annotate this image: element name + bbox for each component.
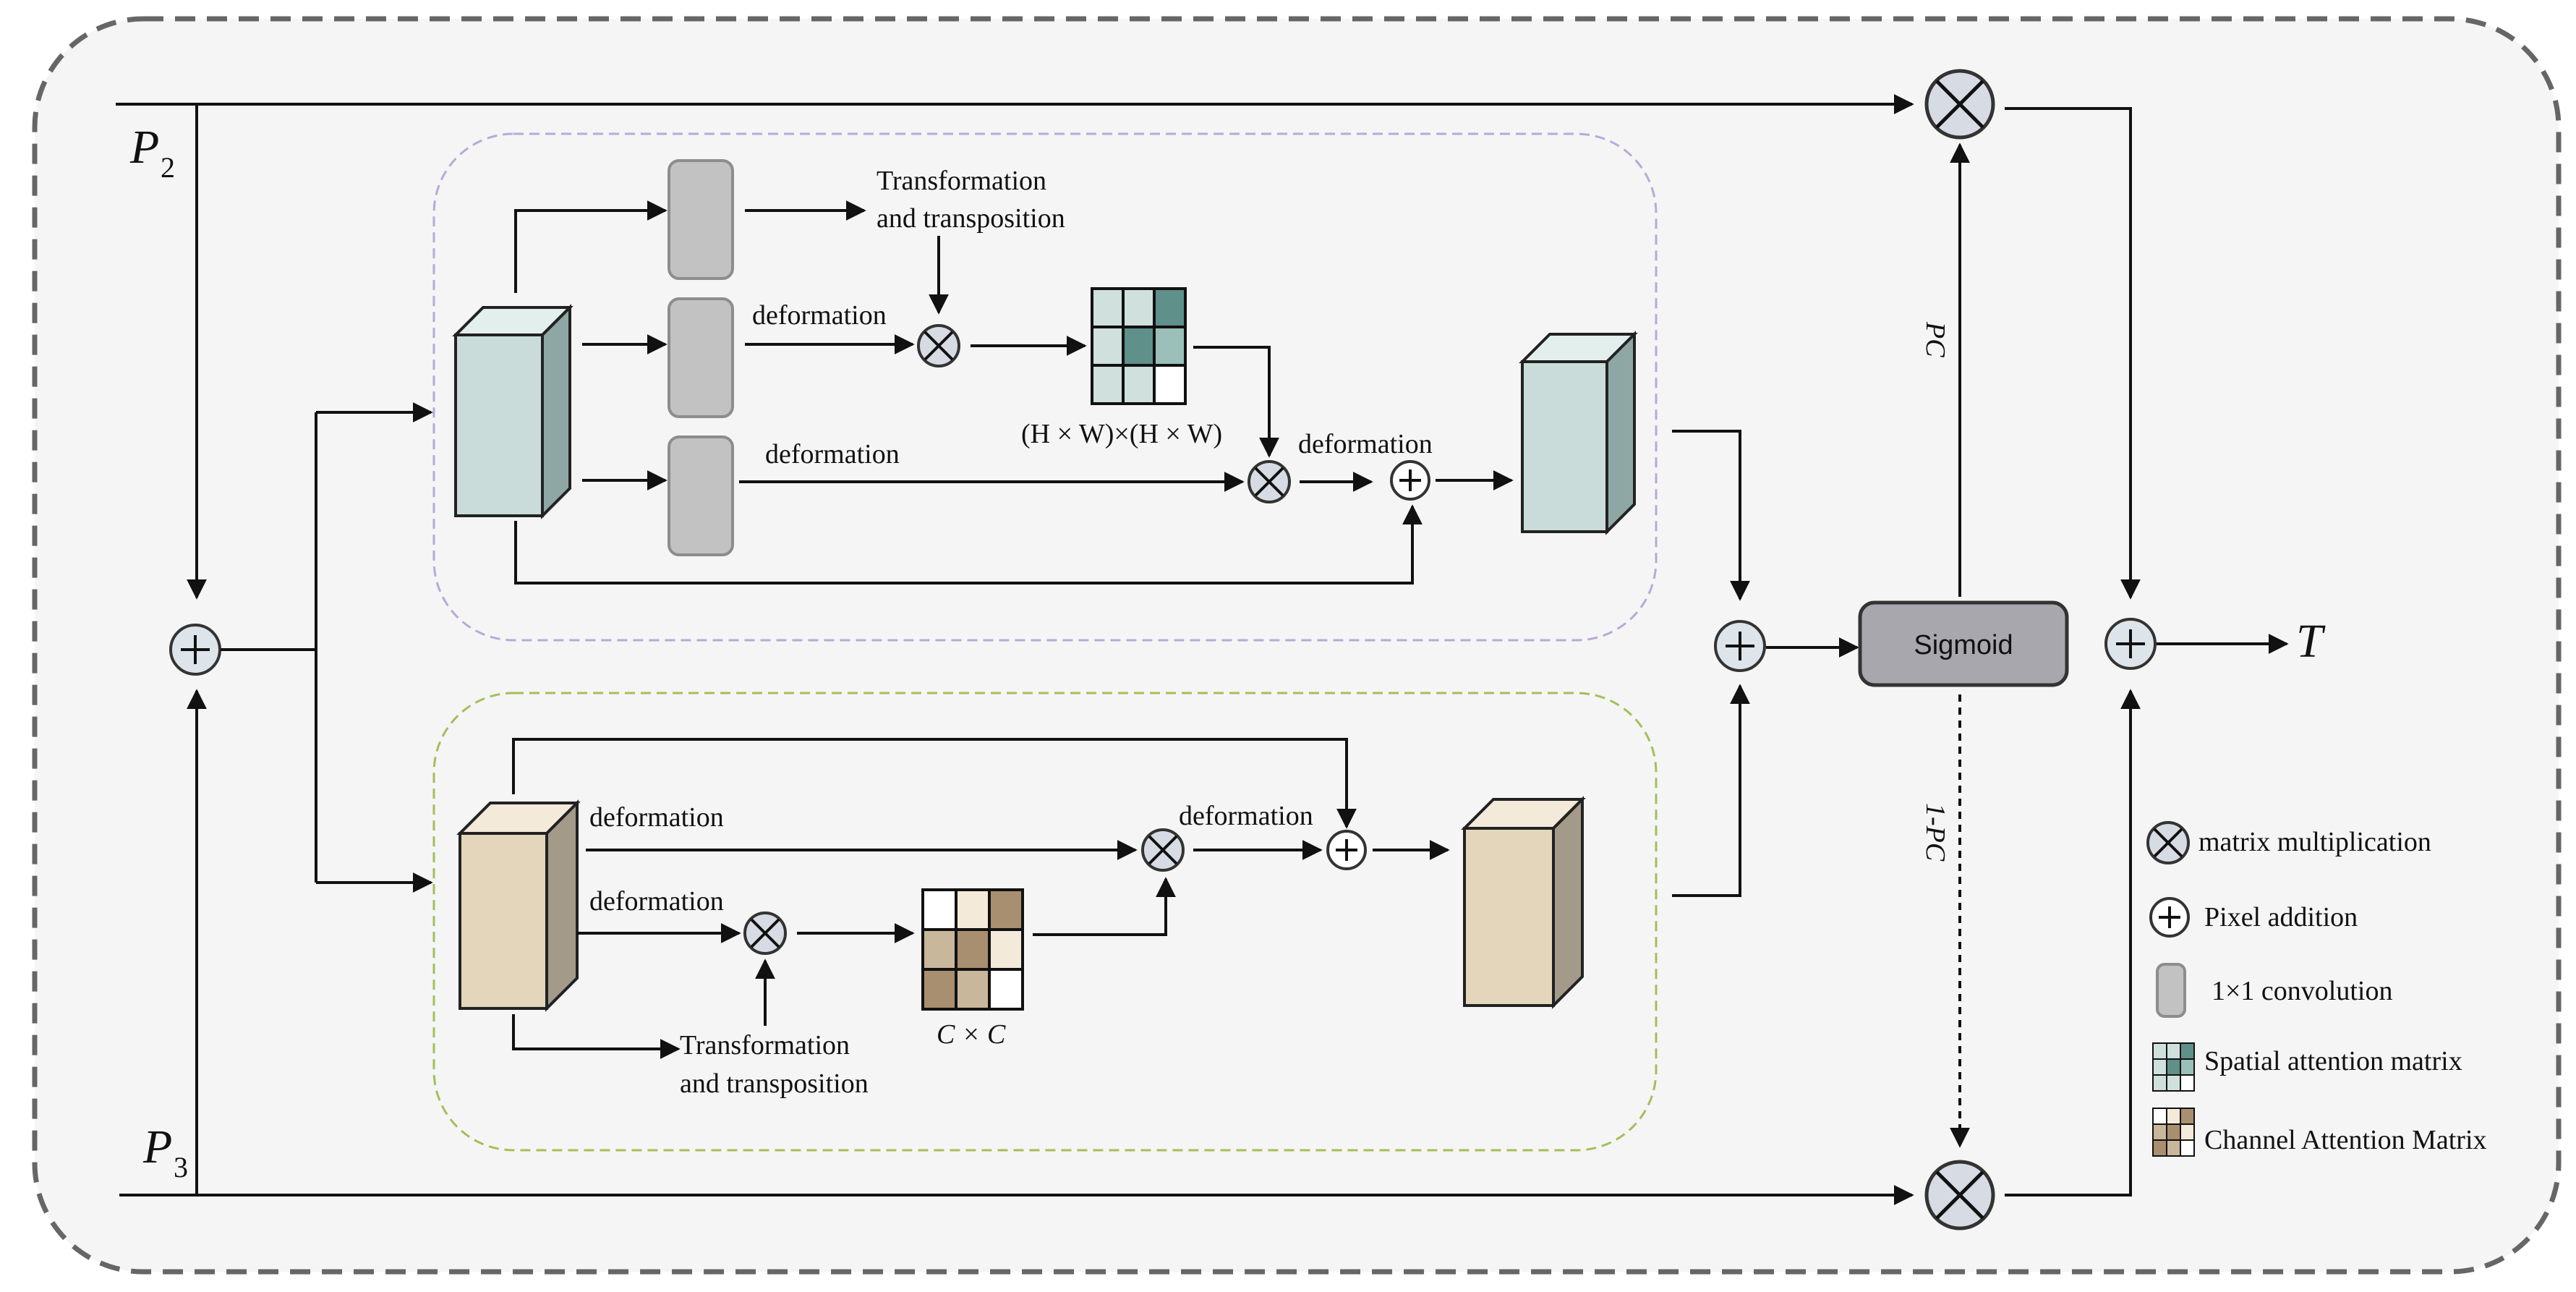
pc-label: PC xyxy=(1920,321,1950,357)
channel-output-feature xyxy=(1461,796,1586,1009)
channel-deform-label-1: deformation xyxy=(589,802,724,833)
spatial-deform-label-2: deformation xyxy=(765,439,900,469)
channel-branch-frame xyxy=(432,692,1658,1152)
one-minus-pc-label: 1-PC xyxy=(1920,803,1950,862)
channel-transform-label-1: Transformation xyxy=(680,1030,850,1061)
spatial-branch-frame xyxy=(432,132,1658,642)
spatial-input-feature xyxy=(452,304,573,519)
channel-matrix-size: C × C xyxy=(937,1019,1006,1050)
spatial-output-feature xyxy=(1519,331,1638,535)
svg-text:1×1 convolution: 1×1 convolution xyxy=(2212,976,2392,1006)
legend-spatial: Spatial attention matrix xyxy=(2152,1042,2462,1092)
input-add-icon xyxy=(169,624,221,676)
sigmoid-label: Sigmoid xyxy=(1914,630,2013,660)
top-gate-multiply-icon xyxy=(1927,71,1993,137)
legend-channel: Channel Attention Matrix xyxy=(2152,1108,2487,1157)
sigmoid-block xyxy=(1858,600,2069,687)
legend: matrix multiplication Pixel addition 1×1… xyxy=(2146,821,2487,1157)
channel-deform-label-3: deformation xyxy=(1179,801,1313,831)
svg-text:matrix multiplication: matrix multiplication xyxy=(2198,827,2431,857)
channel-matmul-1-icon xyxy=(743,911,787,955)
channel-add-icon xyxy=(1326,830,1367,870)
fusion-add-icon xyxy=(1714,620,1766,672)
svg-text:Spatial attention matrix: Spatial attention matrix xyxy=(2204,1046,2462,1076)
spatial-deform-label-1: deformation xyxy=(752,300,887,331)
input-p3-label: P 3 xyxy=(142,1121,188,1183)
legend-add-icon xyxy=(2149,897,2190,938)
spatial-transform-label-2: and transposition xyxy=(877,203,1065,234)
channel-transform-label-2: and transposition xyxy=(680,1068,869,1099)
legend-conv: 1×1 convolution xyxy=(2156,963,2392,1018)
spatial-conv-2 xyxy=(668,297,734,418)
spatial-conv-1 xyxy=(668,159,734,280)
legend-matmul: matrix multiplication xyxy=(2146,821,2431,864)
spatial-matmul-2-icon xyxy=(1248,460,1291,503)
legend-conv-icon xyxy=(2156,963,2186,1018)
svg-text:Channel Attention Matrix: Channel Attention Matrix xyxy=(2204,1125,2487,1155)
legend-spatial-icon xyxy=(2152,1042,2195,1092)
spatial-transform-label-1: Transformation xyxy=(877,166,1046,196)
svg-text:3: 3 xyxy=(174,1151,188,1183)
legend-channel-icon xyxy=(2152,1108,2195,1157)
channel-deform-label-2: deformation xyxy=(589,886,724,917)
spatial-matmul-1-icon xyxy=(917,324,960,367)
channel-input-feature xyxy=(456,799,581,1012)
spatial-deform-label-3: deformation xyxy=(1298,429,1433,459)
spatial-add-icon xyxy=(1390,460,1430,501)
svg-text:P: P xyxy=(129,121,159,174)
channel-attention-matrix xyxy=(921,888,1024,1011)
legend-add: Pixel addition xyxy=(2149,897,2358,938)
spatial-attention-matrix xyxy=(1091,287,1187,405)
svg-text:P: P xyxy=(142,1121,172,1173)
output-add-icon xyxy=(2104,618,2157,670)
bottom-gate-multiply-icon xyxy=(1927,1162,1993,1228)
output-t-label: T xyxy=(2296,615,2326,668)
spatial-matrix-size: (H × W)×(H × W) xyxy=(1021,419,1222,449)
input-p2-label: P 2 xyxy=(129,121,175,184)
svg-text:Pixel addition: Pixel addition xyxy=(2204,902,2358,932)
svg-text:2: 2 xyxy=(161,151,175,184)
channel-matmul-2-icon xyxy=(1141,828,1185,872)
spatial-conv-3 xyxy=(668,435,734,556)
legend-matmul-icon xyxy=(2146,821,2190,864)
